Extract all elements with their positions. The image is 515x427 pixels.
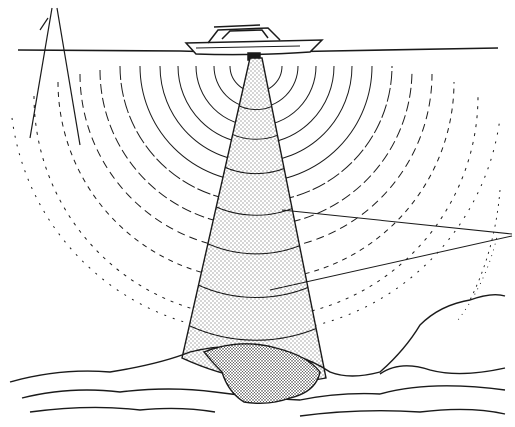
boat (186, 25, 322, 60)
mast-lines (30, 8, 80, 145)
sonar-cone (182, 58, 326, 382)
